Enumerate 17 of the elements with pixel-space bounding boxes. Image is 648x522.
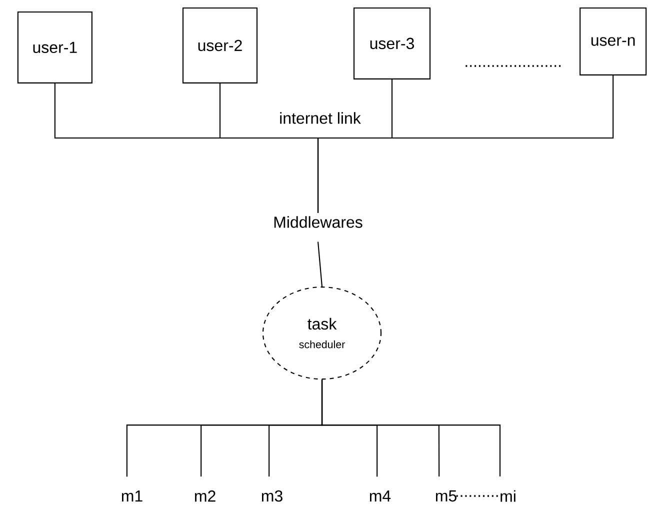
machine-label: m3 — [262, 490, 282, 502]
machine-label: m4 — [370, 490, 391, 502]
bus-line — [321, 380, 501, 476]
machine-label: m1 — [122, 490, 142, 502]
user-box: user-3 — [353, 7, 431, 80]
user-box: user-2 — [182, 7, 258, 84]
user-box: user-n — [580, 7, 647, 76]
machine-label: m2 — [195, 490, 216, 502]
bus-line — [317, 75, 614, 213]
connector-line — [317, 242, 323, 287]
ellipsis-dots: ...................... — [466, 65, 561, 67]
machine-label: m5 — [436, 490, 456, 502]
ellipsis-dots: .......... — [456, 495, 498, 497]
machine-label: mi — [500, 490, 516, 502]
layer-label: Middlewares — [274, 216, 362, 228]
bus-label: internet link — [280, 112, 361, 124]
user-box: user-1 — [17, 11, 92, 84]
